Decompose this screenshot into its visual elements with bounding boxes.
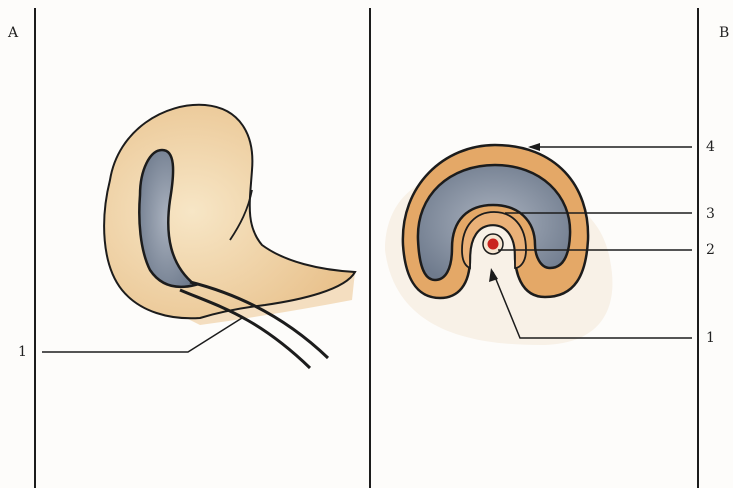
panel-a-label-1: 1	[18, 345, 27, 359]
panel-b-label-4: 4	[706, 140, 715, 154]
panel-b-label-1: 1	[706, 331, 715, 345]
panel-b-label-3: 3	[706, 207, 715, 221]
panel-b-notochord	[488, 239, 499, 250]
panel-b-letter: B	[719, 26, 729, 40]
panel-a-letter: A	[8, 26, 18, 40]
panel-b-label-2: 2	[706, 243, 715, 257]
